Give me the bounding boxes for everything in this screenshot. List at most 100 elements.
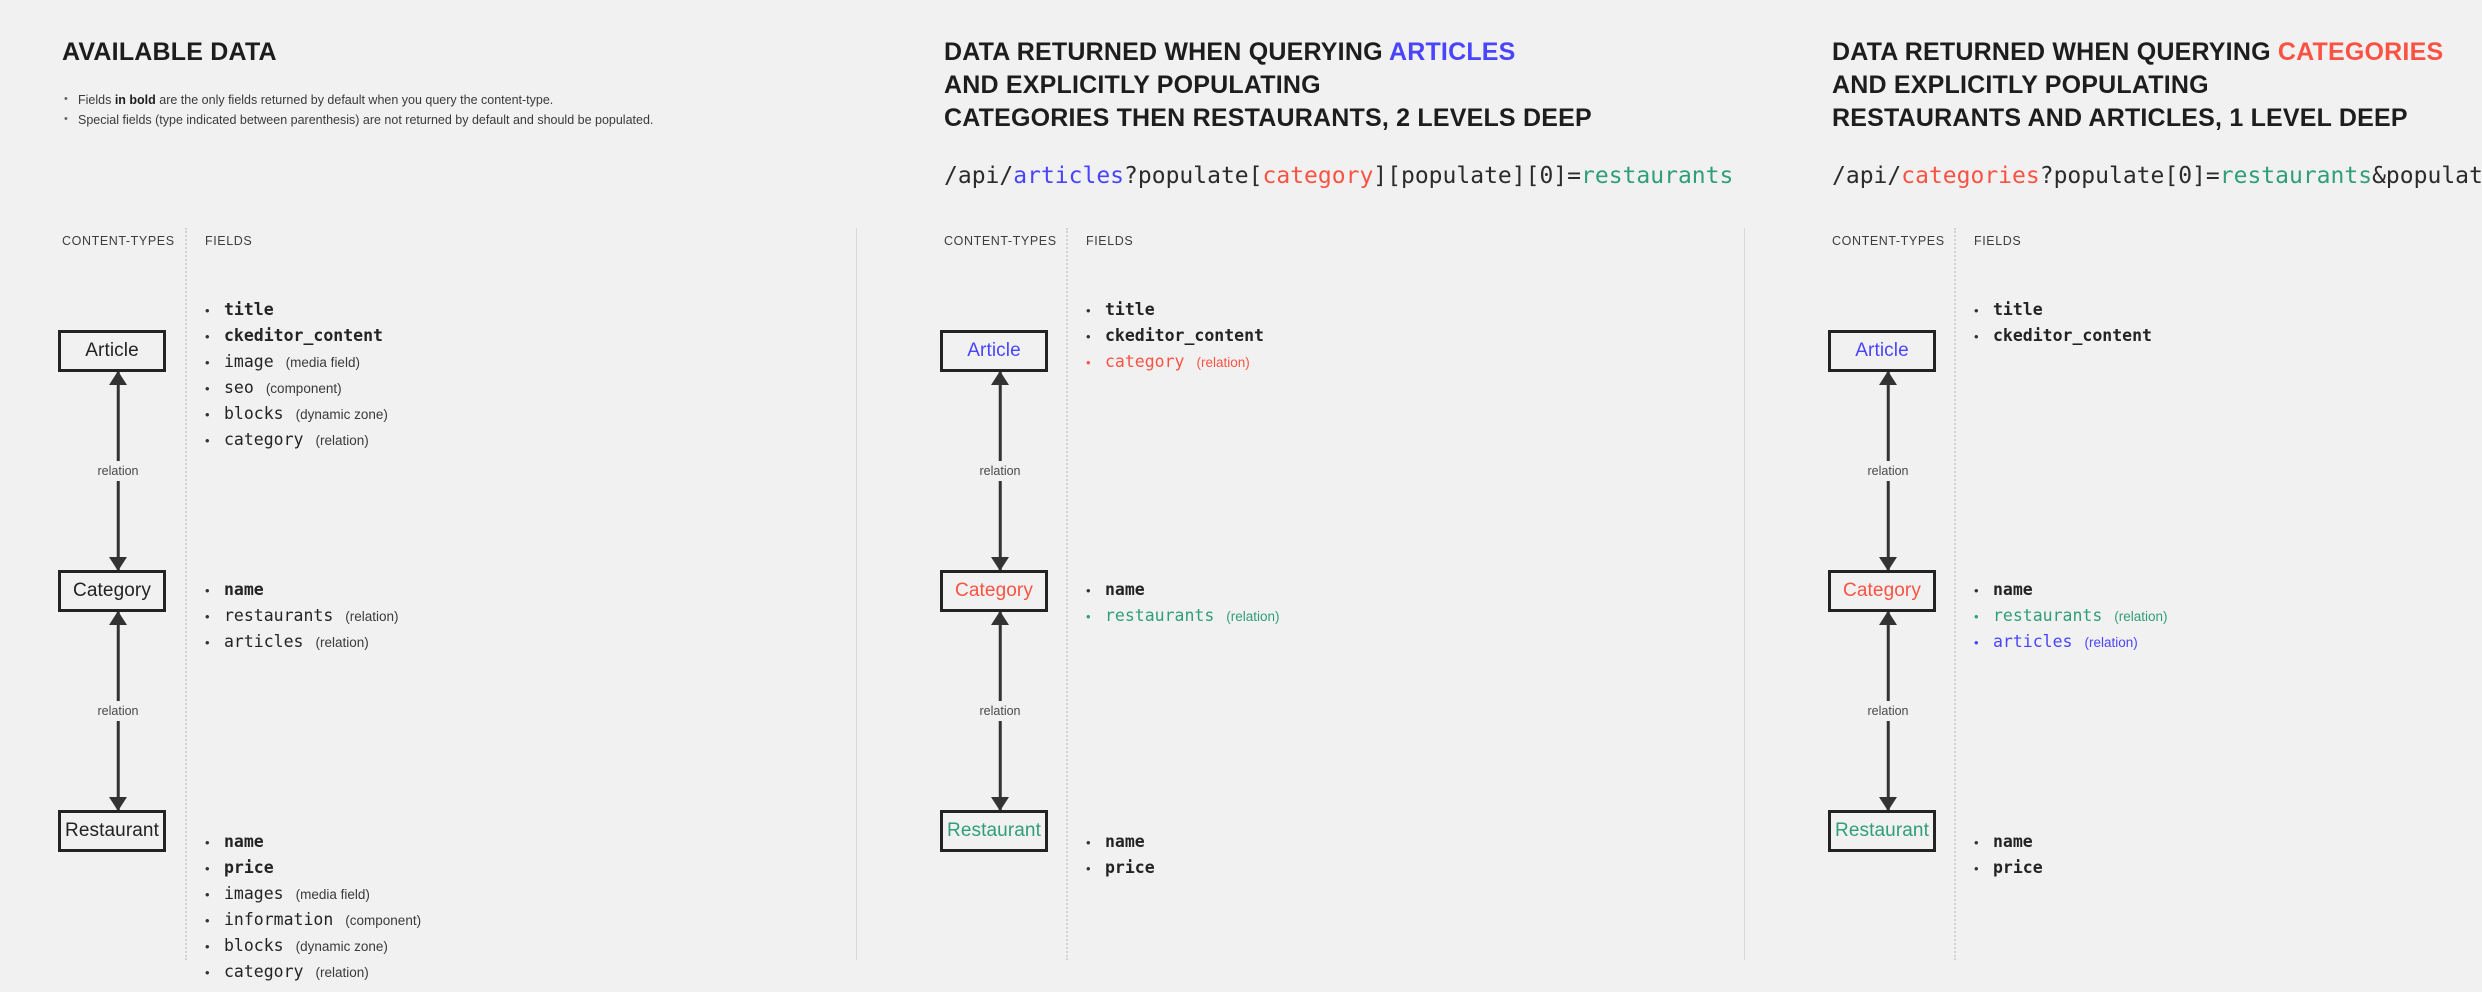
legend-item-bold: Fields in bold are the only fields retur… — [62, 90, 842, 110]
arrow-head-up-icon — [109, 611, 127, 625]
field-group-article: •title•ckeditor_content•category(relatio… — [1086, 298, 1726, 376]
field-row: • ckeditor_content — [1086, 324, 1726, 350]
field-name: ckeditor_content — [1105, 326, 1264, 345]
relation-label: relation — [1862, 461, 1914, 481]
field-name: price — [224, 858, 274, 877]
field-type: (relation) — [315, 635, 369, 650]
field-row: •name — [1974, 830, 2482, 856]
node-category[interactable]: Category — [940, 570, 1048, 612]
field-name: seo — [224, 378, 254, 397]
title-line-3: CATEGORIES THEN RESTAURANTS, 2 LEVELS DE… — [944, 104, 1592, 132]
url-segment: ?populate[ — [1124, 163, 1263, 189]
field-row: •ckeditor_content — [205, 324, 845, 350]
title-line-2: AND EXPLICITLY POPULATING — [1832, 71, 2209, 99]
column-label-fields: FIELDS — [205, 234, 253, 248]
field-name: name — [224, 832, 264, 851]
field-group-category: •name•restaurants(relation)•articles(rel… — [205, 578, 845, 656]
field-name: name — [1993, 580, 2033, 599]
field-type: (relation) — [345, 609, 399, 624]
field-type: (relation) — [315, 433, 369, 448]
arrow-head-down-icon — [1879, 797, 1897, 811]
field-name: price — [1105, 858, 1155, 877]
bullet-icon: • — [205, 635, 210, 650]
url-segment: articles — [1013, 163, 1125, 189]
relation-arrow-category-restaurant: relation — [1862, 611, 1914, 811]
field-name: name — [1105, 832, 1145, 851]
node-article[interactable]: Article — [58, 330, 166, 372]
field-type: (component) — [345, 913, 422, 928]
bullet-icon: • — [1974, 861, 1979, 876]
column-divider — [1954, 228, 1956, 960]
field-row: •blocks(dynamic zone) — [205, 934, 845, 960]
bullet-icon: • — [1086, 861, 1091, 876]
field-name: information — [224, 910, 334, 929]
bullet-icon: • — [205, 887, 210, 902]
field-type: (relation) — [1196, 355, 1250, 370]
bullet-icon: • — [1974, 329, 1979, 344]
panel-2-header: DATA RETURNED WHEN QUERYING ARTICLES AND… — [944, 36, 1733, 191]
field-group-article: •title•ckeditor_content — [1974, 298, 2482, 350]
field-row: • price — [1086, 856, 1726, 882]
title-accent-articles: ARTICLES — [1388, 38, 1516, 66]
arrow-head-down-icon — [109, 797, 127, 811]
field-row: •name — [205, 578, 845, 604]
field-name: image — [224, 352, 274, 371]
url-segment: ][populate][0]= — [1373, 163, 1582, 189]
field-group-category: • name • restaurants (relation) •articles(rel… — [1974, 578, 2482, 656]
column-label-content-types: CONTENT-TYPES — [1832, 234, 1945, 248]
field-type: (relation) — [2114, 609, 2168, 624]
field-type: (relation) — [1226, 609, 1280, 624]
bullet-icon: • — [205, 303, 210, 318]
bullet-icon: • — [1086, 329, 1091, 344]
field-row: • title — [205, 298, 845, 324]
node-restaurant[interactable]: Restaurant — [1828, 810, 1936, 852]
bullet-icon: • — [1974, 835, 1979, 850]
bullet-icon: • — [205, 433, 210, 448]
relation-arrow-article-category: relation — [1862, 371, 1914, 571]
field-group-restaurant: •name•price•images(media field)•informat… — [205, 830, 845, 986]
field-name: category — [1105, 352, 1185, 371]
legend-item-special: Special fields (type indicated between p… — [62, 110, 842, 130]
column-label-fields: FIELDS — [1974, 234, 2022, 248]
field-row: •image(media field) — [205, 350, 845, 376]
field-name: price — [1993, 858, 2043, 877]
field-name: title — [224, 300, 274, 319]
node-restaurant[interactable]: Restaurant — [58, 810, 166, 852]
api-url-categories: /api/categories?populate[0]=restaurants&… — [1832, 161, 2482, 191]
column-label-fields: FIELDS — [1086, 234, 1134, 248]
url-segment: ?populate[0]= — [2039, 163, 2220, 189]
field-type: (dynamic zone) — [295, 939, 388, 954]
field-name: category — [224, 962, 304, 981]
field-row: •title — [1974, 298, 2482, 324]
bullet-icon: • — [1974, 583, 1979, 598]
bullet-icon: • — [205, 329, 210, 344]
bullet-icon: • — [1086, 583, 1091, 598]
relation-arrow-article-category: relation — [974, 371, 1026, 571]
content-type-diagram: Article relation Category relation Resta… — [58, 0, 178, 992]
field-name: restaurants — [1993, 606, 2103, 625]
title-line-2: AND EXPLICITLY POPULATING — [944, 71, 1321, 99]
field-row: •articles(relation) — [1974, 630, 2482, 656]
field-name: articles — [224, 632, 304, 651]
node-article[interactable]: Article — [1828, 330, 1936, 372]
field-name: category — [224, 430, 304, 449]
column-label-content-types: CONTENT-TYPES — [62, 234, 175, 248]
node-category[interactable]: Category — [58, 570, 166, 612]
field-name: name — [1105, 580, 1145, 599]
arrow-head-up-icon — [991, 611, 1009, 625]
field-row: •images(media field) — [205, 882, 845, 908]
panel-2-title: DATA RETURNED WHEN QUERYING ARTICLES AND… — [944, 36, 1724, 135]
field-row: •restaurants(relation) — [1974, 604, 2482, 630]
node-restaurant[interactable]: Restaurant — [940, 810, 1048, 852]
field-type: (media field) — [285, 355, 360, 370]
field-name: title — [1993, 300, 2043, 319]
node-article[interactable]: Article — [940, 330, 1048, 372]
bullet-icon: • — [1974, 635, 1979, 650]
content-type-diagram: Article relation Category relation Resta… — [940, 0, 1060, 992]
url-segment: category — [1262, 163, 1374, 189]
relation-label: relation — [974, 701, 1026, 721]
node-category[interactable]: Category — [1828, 570, 1936, 612]
field-group-article: •title•ckeditor_content•image(media fiel… — [205, 298, 845, 454]
relation-label: relation — [92, 461, 144, 481]
title-accent-categories: CATEGORIES — [2277, 38, 2444, 66]
